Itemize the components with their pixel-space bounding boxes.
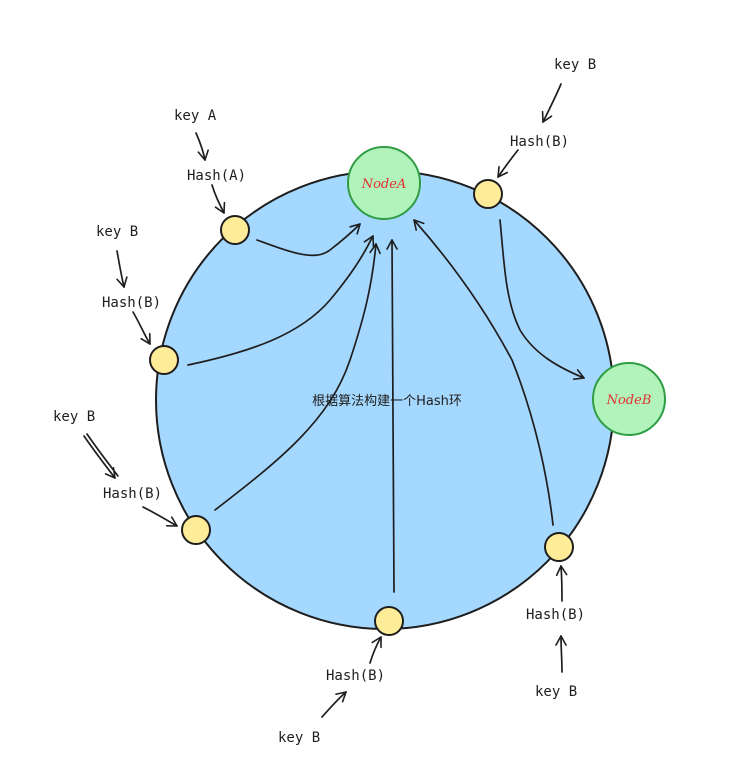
arrow-hash-label-b-top-right-to-point — [497, 149, 519, 178]
key-label-b-top-right: key B — [554, 57, 596, 73]
arrow-hash-label-b-left-upper-to-point — [132, 311, 151, 345]
hash-label-b-bottom-right: Hash(B) — [526, 607, 585, 623]
hash-label-b-left-lower: Hash(B) — [103, 486, 162, 502]
arrow-hash-b-top-right-to-node-b — [499, 219, 585, 380]
hash-point-b-bottom — [374, 606, 404, 636]
hash-label-a: Hash(A) — [187, 168, 246, 184]
key-label-b-left-lower: key B — [53, 409, 95, 425]
arrow-hash-b-bottom-to-node-a — [386, 239, 398, 593]
arrow-hash-a-to-node-a — [256, 223, 361, 257]
hash-label-b-left-upper: Hash(B) — [102, 295, 161, 311]
node-a: NodeA — [347, 146, 421, 220]
arrow-hash-label-a-to-point — [211, 184, 226, 214]
key-label-b-bottom: key B — [278, 730, 320, 746]
key-label-b-bottom-right: key B — [535, 684, 577, 700]
node-a-circle — [347, 146, 421, 220]
arrow-hash-b-left-lower-to-node-a — [214, 243, 381, 511]
hash-point-b-left-lower — [181, 515, 211, 545]
arrow-key-b-left-upper — [116, 250, 128, 288]
hash-point-b-top-right — [473, 179, 503, 209]
hash-label-b-top-right: Hash(B) — [510, 134, 569, 150]
arrow-key-b-top-right — [541, 83, 562, 123]
hash-point-b-left-upper — [149, 345, 179, 375]
hash-point-a — [220, 215, 250, 245]
arrow-key-b-left-lower-2 — [86, 433, 119, 477]
node-b: NodeB — [592, 362, 666, 436]
ring-caption: 根据算法构建一个Hash环 — [312, 394, 462, 409]
arrow-key-a-to-hash-a — [195, 132, 209, 161]
arrow-key-b-bottom — [321, 691, 347, 718]
node-b-circle — [592, 362, 666, 436]
node-b-label: NodeB — [606, 393, 652, 408]
arrow-hash-b-left-upper-to-node-a — [187, 235, 375, 366]
key-label-a: key A — [174, 108, 217, 124]
arrow-key-b-left-lower — [83, 435, 116, 479]
node-a-label: NodeA — [361, 177, 407, 192]
hash-point-b-bottom-right — [544, 532, 574, 562]
arrow-key-b-bottom-right — [555, 635, 567, 673]
hash-label-b-bottom: Hash(B) — [326, 668, 385, 684]
arrow-hash-label-b-left-lower-to-point — [142, 506, 178, 527]
arrow-hash-b-bottom-right-to-node-a — [413, 219, 554, 526]
arrow-hash-label-b-bottom-to-point — [369, 636, 382, 664]
arrow-hash-label-b-bottom-right-to-point — [555, 565, 568, 602]
key-label-b-left-upper: key B — [96, 224, 138, 240]
